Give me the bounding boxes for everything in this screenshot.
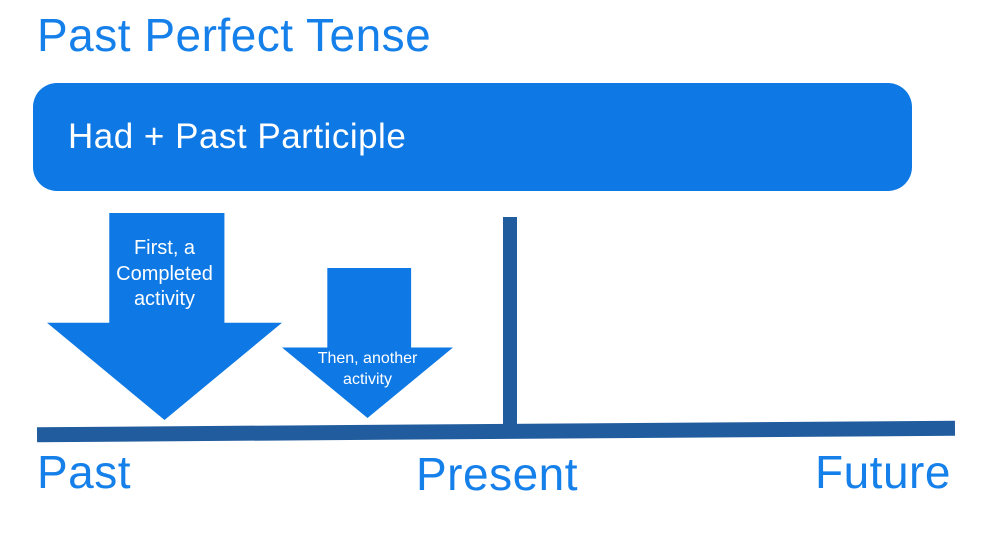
formula-banner: Had + Past Participle [33,83,912,191]
timeline-label-past: Past [37,446,132,498]
second-activity-label: Then, another activity [317,350,418,388]
page-title: Past Perfect Tense [37,9,432,61]
first-activity-label: First, a Completed activity [116,237,213,311]
formula-text: Had + Past Participle [68,117,407,156]
present-tick-mark [503,217,517,429]
first-activity-arrow: First, a Completed activity [47,213,282,420]
timeline-bar [36,420,956,443]
second-activity-arrow: Then, another activity [282,268,453,418]
down-arrow-icon [282,268,453,418]
timeline-label-present: Present [416,448,579,500]
timeline-label-future: Future [815,446,951,498]
